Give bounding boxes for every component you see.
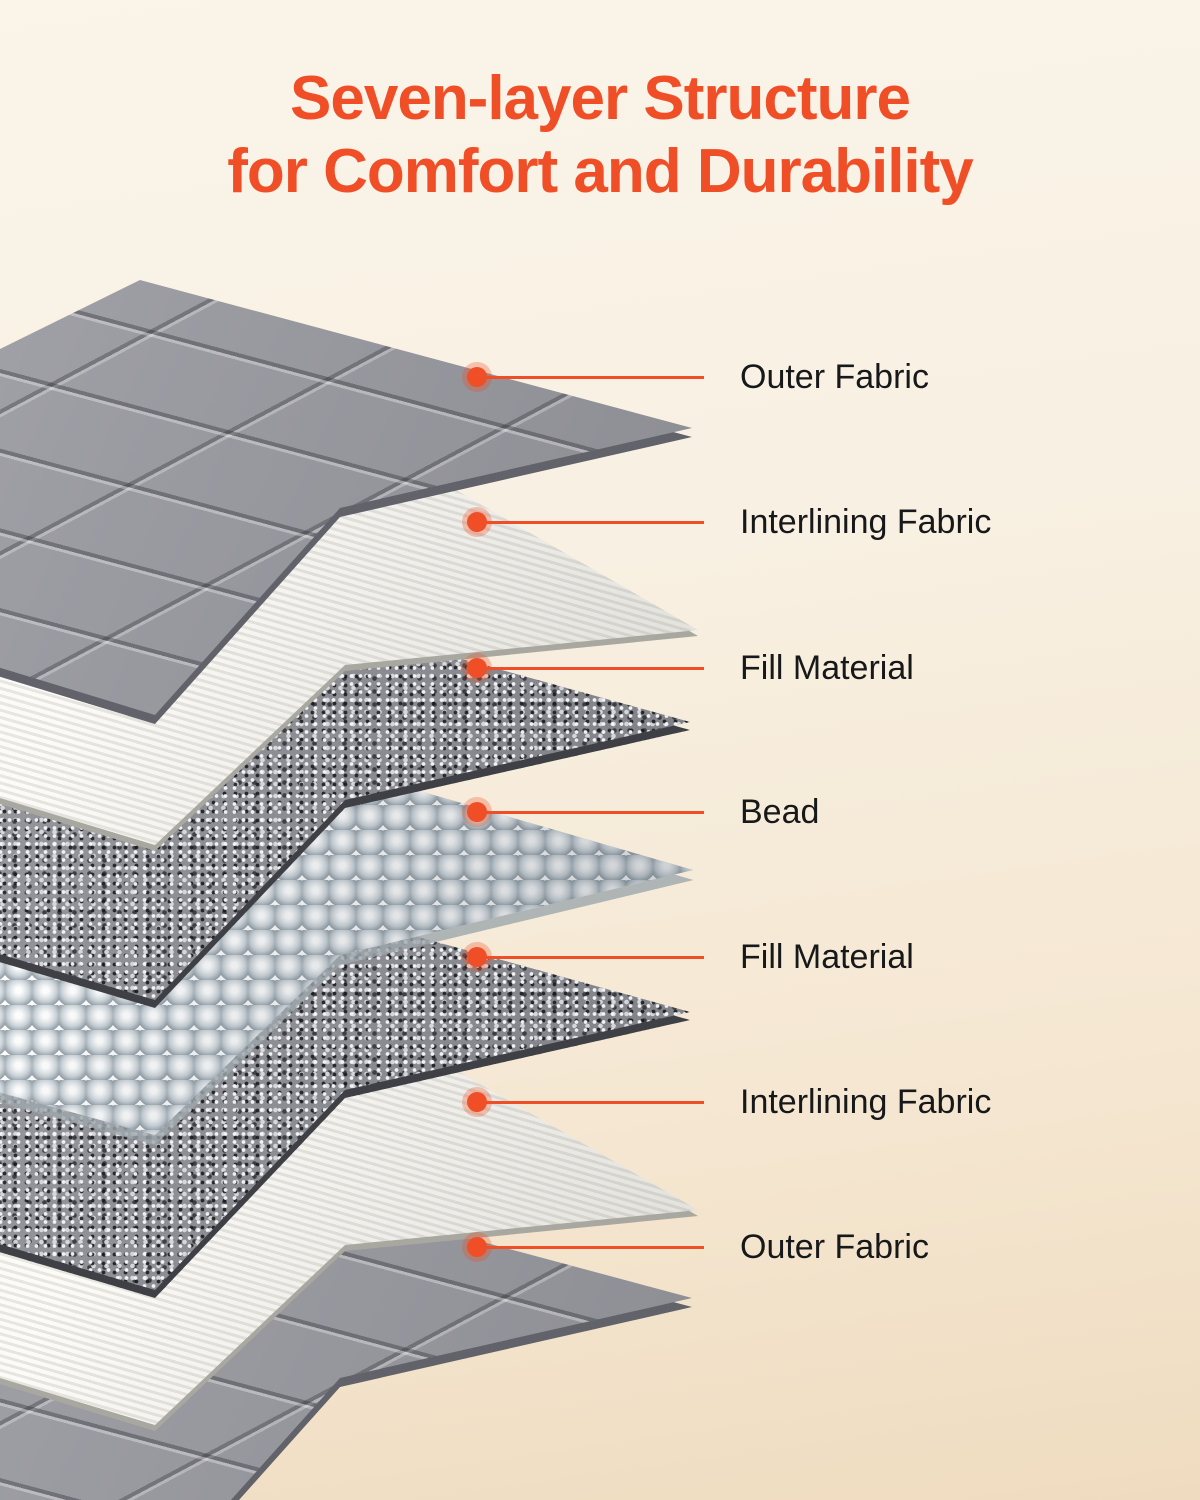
callout-label: Outer Fabric xyxy=(740,358,929,396)
callout-label: Fill Material xyxy=(740,649,914,687)
callout-line xyxy=(477,955,704,959)
callout-line xyxy=(477,666,704,670)
callout-line xyxy=(477,810,704,814)
callout-label: Fill Material xyxy=(740,938,914,976)
callout-label: Interlining Fabric xyxy=(740,503,992,541)
callout-label: Bead xyxy=(740,793,820,831)
callout-line xyxy=(477,1245,704,1249)
callout-line xyxy=(477,375,704,379)
callout-label: Outer Fabric xyxy=(740,1228,929,1266)
title-line-1: Seven-layer Structure xyxy=(290,64,911,133)
callout-line xyxy=(477,1100,704,1104)
quilted-fabric-texture xyxy=(0,280,692,715)
page-title: Seven-layer Structure for Comfort and Du… xyxy=(0,62,1200,208)
layer-outer-fabric-top xyxy=(0,270,710,740)
callout-label: Interlining Fabric xyxy=(740,1083,992,1121)
title-line-2: for Comfort and Durability xyxy=(227,137,974,207)
callout-line xyxy=(477,520,704,524)
